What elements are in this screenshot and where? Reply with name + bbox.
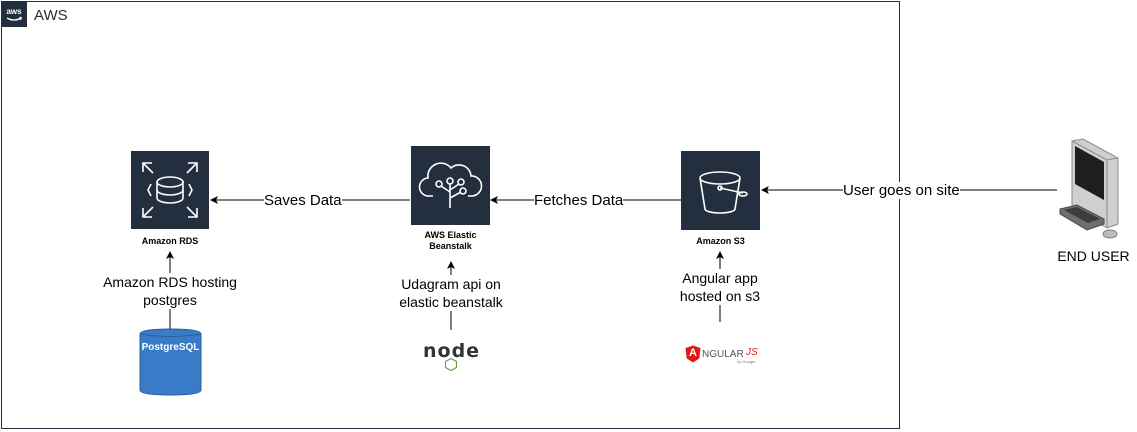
api-note-line1: Udagram api on: [401, 276, 501, 292]
aws-group: [1, 1, 900, 429]
cloud-tree-icon: [418, 162, 483, 208]
postgres-cylinder-icon: [139, 328, 202, 396]
angular-shield-icon: [685, 345, 701, 363]
angular-logo-word: NGULAR: [702, 349, 744, 360]
svg-text:aws: aws: [6, 7, 22, 16]
rds-service-box: [131, 151, 209, 229]
rds-note: Amazon RDS hosting postgres: [88, 273, 252, 309]
nodejs-logo-text: node: [423, 340, 481, 362]
nodejs-logo: node: [423, 340, 479, 372]
aws-logo-icon: aws: [1, 1, 27, 27]
beanstalk-label: AWS Elastic Beanstalk: [390, 230, 511, 252]
aws-group-title: AWS: [34, 7, 68, 24]
s3-service-box: [681, 151, 760, 230]
angularjs-logo: A NGULAR JS by Google: [685, 345, 775, 367]
desktop-computer-icon: [1059, 138, 1119, 239]
postgresql-logo: PostgreSQL: [139, 328, 202, 396]
end-user-label: END USER: [1057, 248, 1130, 264]
angular-note-line1: Angular app: [682, 270, 758, 286]
s3-label: Amazon S3: [696, 236, 745, 246]
angular-note-line2: hosted on s3: [679, 288, 761, 304]
bucket-icon: [699, 171, 748, 214]
api-note: Udagram api on elastic beanstalk: [378, 275, 524, 311]
database-icon: [142, 162, 198, 218]
postgresql-logo-text: PostgreSQL: [141, 342, 200, 353]
rds-label: Amazon RDS: [141, 236, 199, 246]
rds-note-line2: postgres: [143, 292, 197, 308]
beanstalk-label-line2: Beanstalk: [429, 241, 472, 251]
nodejs-hexagon-icon: [445, 358, 457, 371]
angular-logo-js: JS: [746, 347, 758, 358]
rds-note-line1: Amazon RDS hosting: [103, 274, 237, 290]
edge-fetches-label: Fetches Data: [534, 192, 624, 209]
end-user-computer: [1058, 138, 1120, 240]
angular-logo-a: A: [689, 347, 697, 359]
angular-note: Angular app hosted on s3: [670, 269, 770, 305]
beanstalk-service-box: [411, 146, 490, 225]
edge-user-label: User goes on site: [843, 182, 960, 199]
angular-logo-sub: by Google: [737, 359, 756, 364]
beanstalk-label-line1: AWS Elastic: [424, 230, 477, 240]
api-note-line2: elastic beanstalk: [399, 294, 503, 310]
edge-saves-label: Saves Data: [264, 192, 342, 209]
